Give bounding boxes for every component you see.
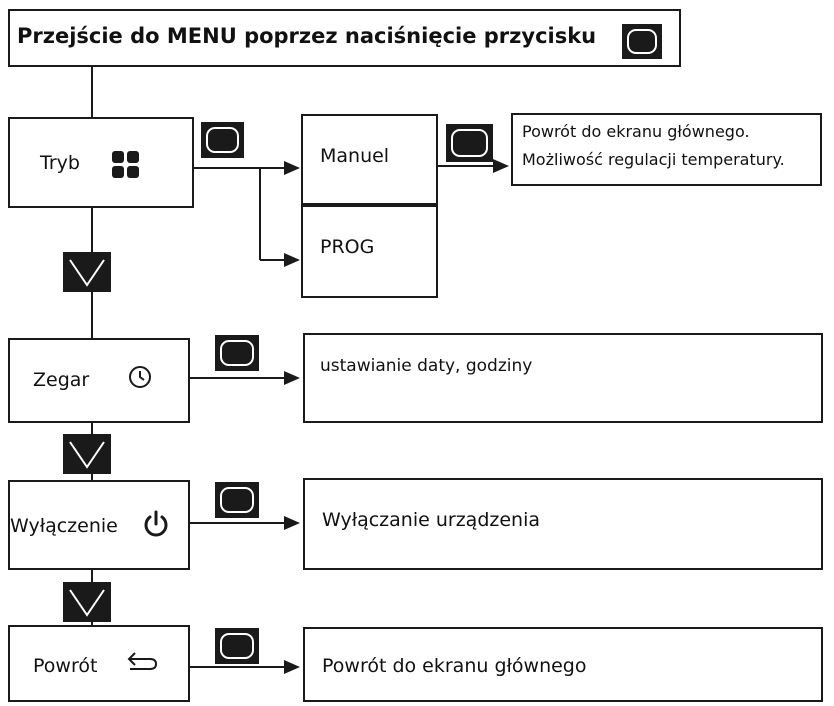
step-box-wylaczenie bbox=[8, 480, 190, 570]
ok-button-icon bbox=[215, 482, 259, 518]
result-label-zegar: ustawianie daty, godziny bbox=[320, 356, 533, 376]
connector-to-prog bbox=[260, 259, 286, 261]
header-box bbox=[8, 9, 681, 67]
step-box-powrot bbox=[8, 625, 190, 702]
clock-icon bbox=[129, 366, 151, 388]
power-icon bbox=[144, 510, 168, 537]
result-box-zegar bbox=[303, 333, 823, 423]
detail-box-manuel bbox=[511, 113, 822, 186]
arrow-to-manuel bbox=[284, 161, 300, 175]
result-box-wylaczenie bbox=[303, 478, 823, 570]
arrow-to-manuel-detail bbox=[493, 159, 509, 173]
result-box-powrot bbox=[303, 627, 823, 702]
ok-button-icon bbox=[446, 124, 493, 162]
connector-header-tryb bbox=[91, 67, 93, 118]
step-label-zegar: Zegar bbox=[33, 369, 90, 391]
connector-to-manuel bbox=[260, 167, 286, 169]
result-box-prog bbox=[301, 205, 438, 298]
result-label-powrot: Powrót do ekranu głównego bbox=[322, 655, 587, 677]
step-label-wylaczenie: Wyłączenie bbox=[10, 515, 118, 537]
result-label-manuel: Manuel bbox=[320, 145, 390, 167]
ok-button-icon bbox=[215, 628, 259, 664]
arrow-to-powrot-result bbox=[284, 660, 300, 674]
return-arrow-icon bbox=[127, 652, 158, 670]
connector-zegar-result bbox=[190, 377, 286, 379]
step-box-tryb bbox=[8, 117, 194, 208]
connector-manuel-detail bbox=[438, 165, 494, 167]
header-title: Przejście do MENU poprzez naciśnięcie pr… bbox=[17, 24, 597, 48]
ok-button-icon bbox=[215, 335, 259, 371]
down-arrow-button-icon bbox=[63, 252, 111, 292]
connector-wylaczenie-result bbox=[190, 522, 286, 524]
step-label-tryb: Tryb bbox=[40, 152, 80, 174]
arrow-to-zegar-result bbox=[284, 371, 300, 385]
ok-button-icon bbox=[201, 122, 244, 158]
down-arrow-button-icon bbox=[63, 582, 111, 622]
result-label-wylaczenie: Wyłączanie urządzenia bbox=[322, 509, 541, 531]
connector-powrot-result bbox=[190, 666, 286, 668]
connector-tryb-branch-vertical bbox=[259, 167, 261, 260]
arrow-to-wylaczenie-result bbox=[284, 516, 300, 530]
menu-button-icon bbox=[622, 24, 662, 59]
connector-tryb-horizontal bbox=[194, 167, 260, 169]
step-label-powrot: Powrót bbox=[33, 655, 98, 677]
step-box-zegar bbox=[8, 338, 190, 423]
mode-four-squares-icon bbox=[112, 151, 139, 178]
result-box-manuel bbox=[301, 114, 438, 205]
detail-line-1: Powrót do ekranu głównego. bbox=[522, 122, 750, 141]
result-label-prog: PROG bbox=[320, 236, 375, 258]
detail-line-2: Możliwość regulacji temperatury. bbox=[522, 150, 785, 169]
arrow-to-prog bbox=[284, 253, 300, 267]
down-arrow-button-icon bbox=[63, 434, 111, 474]
